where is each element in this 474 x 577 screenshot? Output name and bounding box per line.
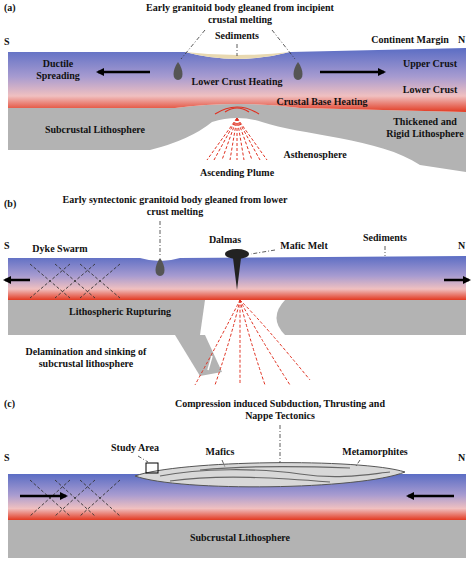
figure-label: N: [458, 452, 470, 464]
figure-label: Sediments: [200, 30, 274, 42]
figure-label: Lower Crust: [395, 84, 465, 96]
figure-label: S: [4, 452, 16, 464]
figure-label: N: [458, 34, 470, 46]
figure-label: Continent Margin: [360, 34, 460, 46]
figure-label: Early syntectonic granitoid body gleaned…: [60, 194, 290, 218]
figure-label: Study Area: [100, 442, 170, 454]
figure-label: Delamination and sinking of subcrustal l…: [6, 346, 166, 370]
figure-label: N: [458, 240, 470, 252]
figure-label: Subcrustal Lithosphere: [170, 532, 310, 544]
figure-label: (b): [4, 198, 28, 210]
figure-label: Mafic Melt: [272, 240, 336, 252]
figure-label: Ductile Spreading: [28, 58, 88, 82]
figure-label: Mafics: [195, 446, 245, 458]
figure-label: Sediments: [350, 232, 420, 244]
figure-label: Dyke Swarm: [20, 243, 100, 255]
figure-label: (c): [4, 398, 28, 410]
figure-label: Lower Crust Heating: [180, 76, 294, 88]
figure-label: Metamorphites: [330, 446, 420, 458]
figure-label: Crustal Base Heating: [262, 96, 382, 108]
figure-label: Dalmas: [200, 234, 250, 246]
figure-label: Lithospheric Rupturing: [55, 306, 185, 318]
figure-label: Subcrustal Lithosphere: [30, 124, 160, 136]
figure-label: S: [4, 36, 16, 48]
figure-label: Thickened and Rigid Lithosphere: [385, 116, 465, 140]
figure-label: Early granitoid body gleaned from incipi…: [145, 2, 335, 26]
figure-label: Asthenosphere: [275, 149, 355, 161]
figure-label: Upper Crust: [395, 58, 465, 70]
figure-label: (a): [4, 2, 28, 14]
figure-label: Ascending Plume: [187, 167, 287, 179]
figure-label: Compression induced Subduction, Thrustin…: [160, 398, 400, 422]
figure-label: S: [4, 240, 16, 252]
